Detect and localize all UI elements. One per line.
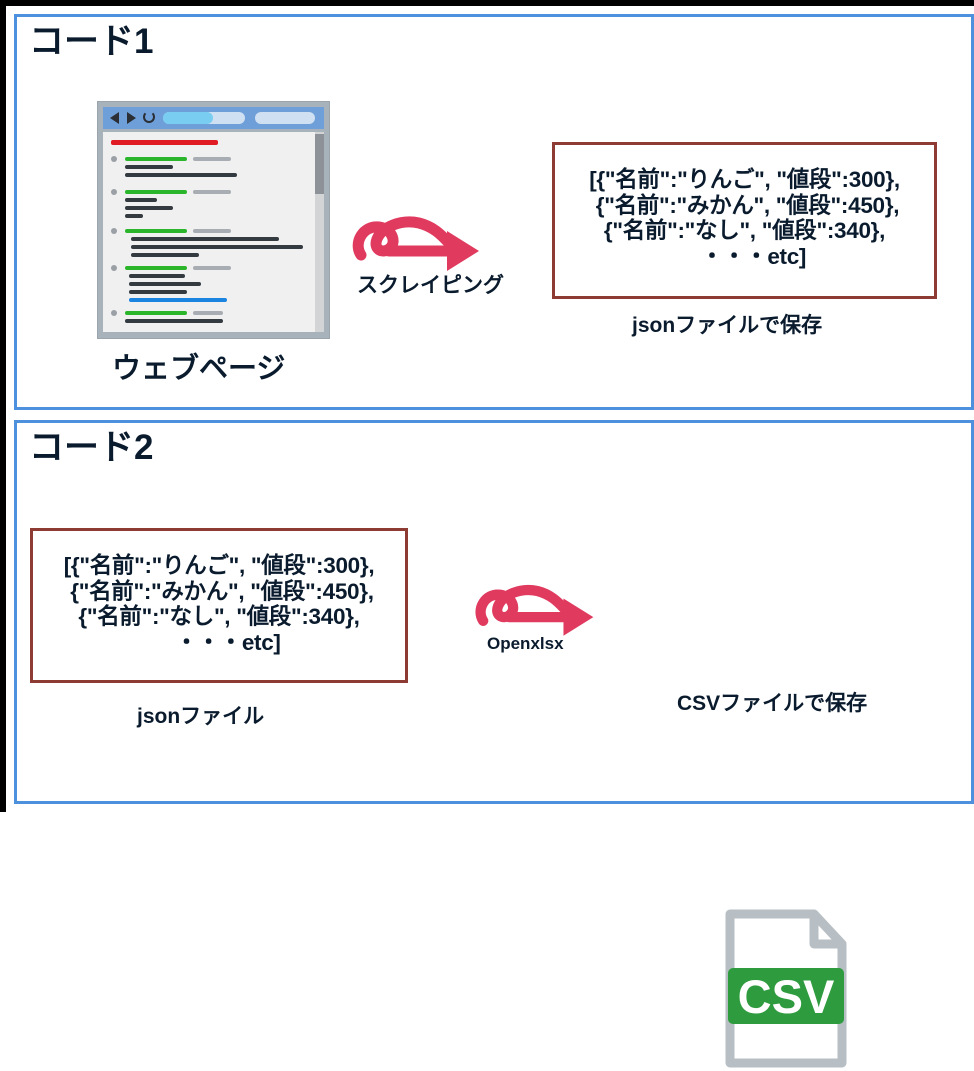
content-line-text [129, 290, 187, 294]
content-line-text [129, 274, 185, 278]
json-source-text-2: [{"名前":"りんご", "値段":300}, {"名前":"みかん", "値… [63, 553, 375, 655]
content-line-text [125, 214, 143, 218]
content-line-text [131, 253, 199, 257]
content-line-gray [193, 229, 231, 233]
browser-titlebar [103, 107, 324, 129]
content-line-text [129, 282, 201, 286]
section-code2-panel: コード2 [{"名前":"りんご", "値段":300}, {"名前":"みかん… [14, 420, 974, 1068]
content-line-green [125, 229, 187, 233]
content-line-gray [193, 311, 223, 315]
content-line-gray [193, 266, 231, 270]
secondary-bar [255, 112, 315, 124]
content-line-text [125, 206, 173, 210]
content-line-green [125, 190, 187, 194]
browser-scrollbar-thumb[interactable] [315, 134, 324, 194]
content-line-green [125, 311, 187, 315]
content-bullet [111, 265, 117, 271]
openxlsx-arrow-icon [475, 584, 594, 636]
csv-icon-label: CSV [738, 970, 835, 1023]
content-line-text [125, 173, 237, 177]
content-bullet [111, 156, 117, 162]
web-page-illustration [97, 101, 330, 339]
json-output-text-1: [{"名前":"りんご", "値段":300}, {"名前":"みかん", "値… [589, 167, 900, 269]
section-code2-title: コード2 [29, 428, 154, 467]
browser-scrollbar-track[interactable] [315, 132, 324, 332]
section-code1-panel: コード1 [14, 14, 974, 410]
caption-json-file: jsonファイル [137, 705, 265, 728]
scraping-arrow-icon [352, 216, 479, 271]
json-output-box-1: [{"名前":"りんご", "値段":300}, {"名前":"みかん", "値… [552, 142, 937, 299]
content-line-gray [193, 157, 231, 161]
address-bar-progress [163, 112, 213, 124]
caption-json-saved: jsonファイルで保存 [632, 314, 823, 337]
label-scraping: スクレイピング [357, 274, 504, 297]
content-bullet [111, 189, 117, 195]
content-line-text [125, 319, 223, 323]
label-openxlsx: Openxlsx [487, 634, 564, 653]
section-code1-title: コード1 [29, 22, 154, 61]
content-line-heading [111, 140, 218, 145]
json-source-box-2: [{"名前":"りんご", "値段":300}, {"名前":"みかん", "値… [30, 528, 408, 683]
caption-web-page: ウェブページ [112, 353, 286, 385]
content-bullet [111, 228, 117, 234]
forward-arrow-icon [127, 112, 136, 124]
reload-icon [143, 111, 155, 123]
back-arrow-icon [110, 112, 119, 124]
content-line-text [131, 237, 279, 241]
content-line-text [125, 198, 157, 202]
caption-csv-saved: CSVファイルで保存 [677, 692, 868, 715]
content-line-link [129, 298, 227, 302]
content-line-text [125, 165, 173, 169]
content-line-green [125, 266, 187, 270]
browser-content-area [103, 132, 324, 332]
content-line-gray [193, 190, 231, 194]
content-line-text [131, 245, 303, 249]
csv-file-icon: CSV [725, 909, 847, 1068]
content-bullet [111, 310, 117, 316]
content-line-green [125, 157, 187, 161]
address-bar [163, 112, 245, 124]
